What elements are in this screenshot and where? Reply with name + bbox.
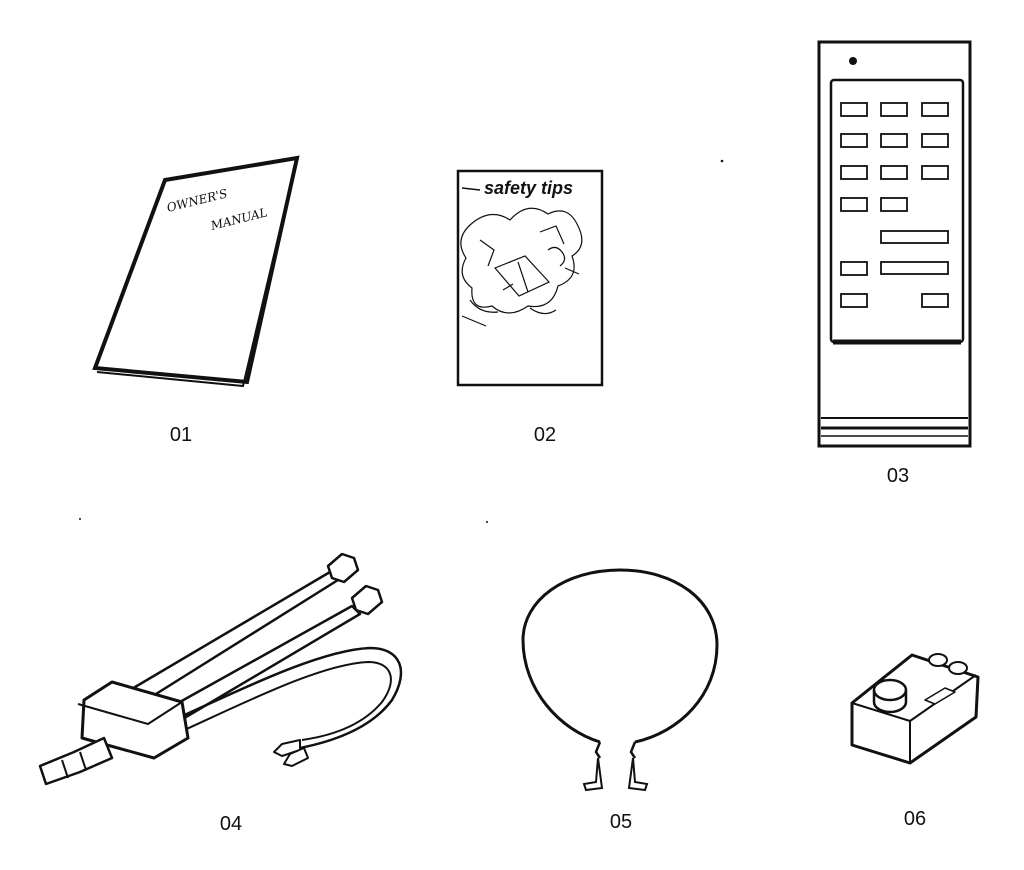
loop-antenna-icon: [521, 568, 719, 792]
owners-manual-icon: OWNER'S MANUAL: [92, 155, 300, 388]
booklet-sketch: [460, 207, 583, 327]
item-number-03: 03: [886, 465, 910, 487]
fm-antenna-icon: [38, 552, 403, 786]
remote-control-icon: [817, 40, 972, 448]
antenna-adapter-icon: [850, 653, 980, 765]
item-number-04: 04: [219, 813, 243, 835]
item-number-06: 06: [903, 808, 927, 830]
remote-buttons: [840, 102, 949, 308]
booklet-title: safety tips: [484, 178, 573, 198]
item-number-05: 05: [609, 811, 633, 833]
safety-tips-booklet-icon: safety tips: [456, 169, 604, 387]
item-number-01: 01: [169, 424, 193, 446]
scan-specks: [79, 159, 724, 523]
item-number-02: 02: [533, 424, 557, 446]
